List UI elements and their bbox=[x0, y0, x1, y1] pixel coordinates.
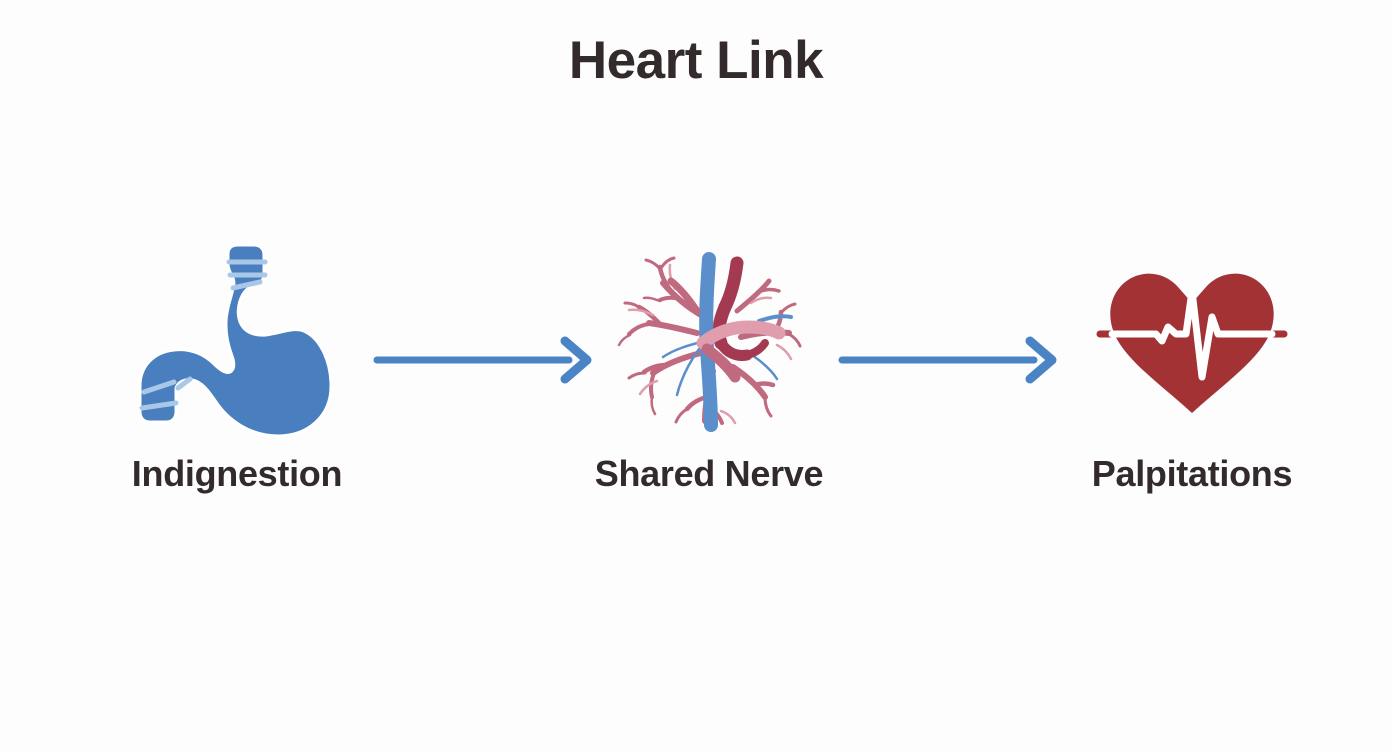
nerve-plexus-icon bbox=[559, 240, 859, 440]
flow-node-label: Indignestion bbox=[131, 453, 343, 494]
flow-node-palpitations[interactable]: Palpitations bbox=[1042, 240, 1342, 540]
flow-node-label: Shared Nerve bbox=[594, 453, 824, 494]
stomach-icon bbox=[87, 240, 387, 440]
heart-ecg-icon bbox=[1042, 240, 1342, 440]
flow-row: Indignestion bbox=[0, 240, 1392, 540]
flow-node-label: Palpitations bbox=[1091, 453, 1293, 494]
flow-arrow-1 bbox=[373, 336, 595, 384]
flow-arrow-2 bbox=[838, 336, 1060, 384]
flow-node-shared-nerve[interactable]: Shared Nerve bbox=[559, 240, 859, 540]
flow-node-indignestion[interactable]: Indignestion bbox=[87, 240, 387, 540]
page-title: Heart Link bbox=[568, 31, 824, 90]
